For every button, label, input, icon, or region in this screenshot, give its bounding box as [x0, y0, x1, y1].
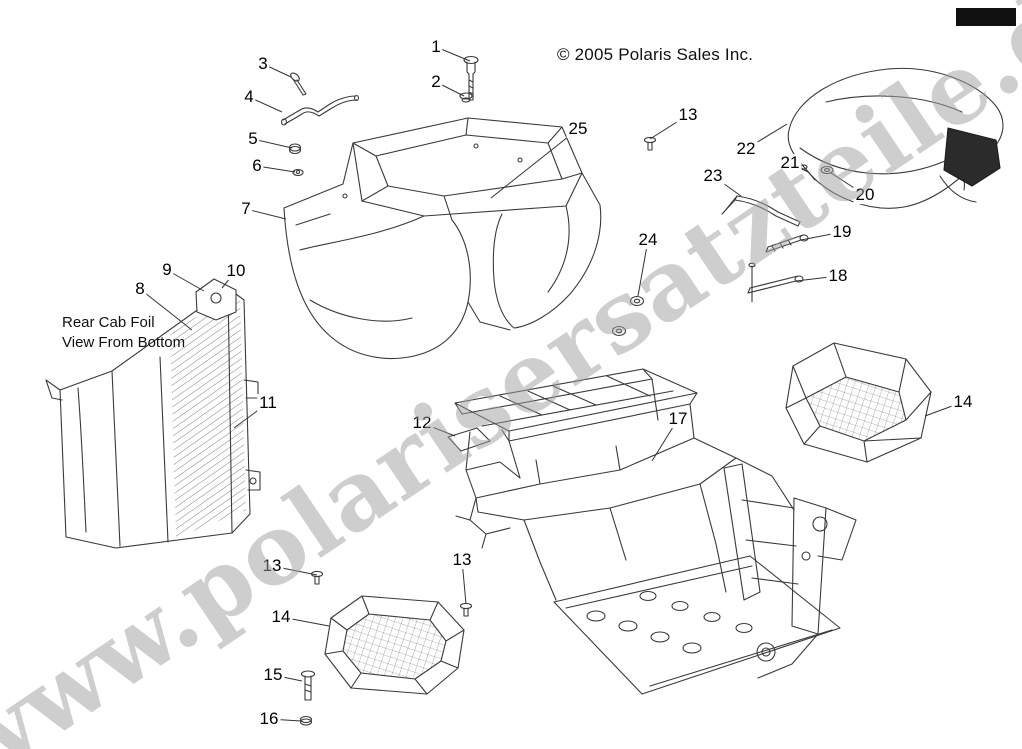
callout-label: 13: [450, 550, 474, 570]
callout-label: 25: [566, 119, 590, 139]
callout-label: 5: [246, 129, 260, 149]
footwell-right: [785, 342, 932, 463]
callout-label: 21: [778, 153, 802, 173]
leader-line: [637, 239, 649, 297]
hardware-bottom: [299, 670, 316, 726]
callout-label: 18: [826, 266, 850, 286]
callout-label: 4: [242, 87, 256, 107]
leader-line: [490, 128, 579, 199]
callout-label: 11: [257, 393, 279, 413]
callout-label: 22: [734, 139, 758, 159]
leader-line: [139, 288, 193, 331]
callout-label: 19: [830, 222, 854, 242]
copyright-text: © 2005 Polaris Sales Inc.: [557, 45, 754, 64]
foil-panel-art: [45, 278, 261, 549]
callout-label: 3: [256, 54, 270, 74]
view-note-line2: View From Bottom: [62, 334, 186, 351]
view-note-line1: Rear Cab Foil: [62, 314, 155, 331]
callout-label: 6: [250, 156, 264, 176]
callout-label: 1: [429, 37, 443, 57]
seat-art: [787, 67, 1004, 209]
callout-label: 17: [666, 409, 690, 429]
callout-label: 9: [160, 260, 174, 280]
callout-label: 8: [133, 279, 147, 299]
grommets-24: [611, 295, 645, 337]
callout-label: 24: [636, 230, 660, 250]
callout-label: 13: [260, 556, 284, 576]
view-note: Rear Cab Foil View From Bottom: [62, 313, 185, 353]
hardware-top: [280, 55, 479, 177]
seat-hardware: [721, 164, 834, 303]
footwell-left: [324, 595, 465, 695]
callout-label: 7: [239, 199, 253, 219]
callout-label: 20: [853, 185, 877, 205]
callout-label: 13: [676, 105, 700, 125]
frame-art: [454, 368, 857, 695]
callout-label: 10: [224, 261, 248, 281]
callout-label: 23: [701, 166, 725, 186]
pad-12: [447, 427, 491, 452]
callout-label: 12: [410, 413, 434, 433]
callout-label: 16: [257, 709, 281, 729]
callout-label: 2: [429, 72, 443, 92]
corner-mark: [956, 8, 1016, 26]
callout-label: 15: [261, 665, 285, 685]
rear-cab-art: [283, 117, 602, 360]
clip-13-top: [643, 136, 657, 151]
callout-label: 14: [269, 607, 293, 627]
callout-label: 14: [951, 392, 975, 412]
